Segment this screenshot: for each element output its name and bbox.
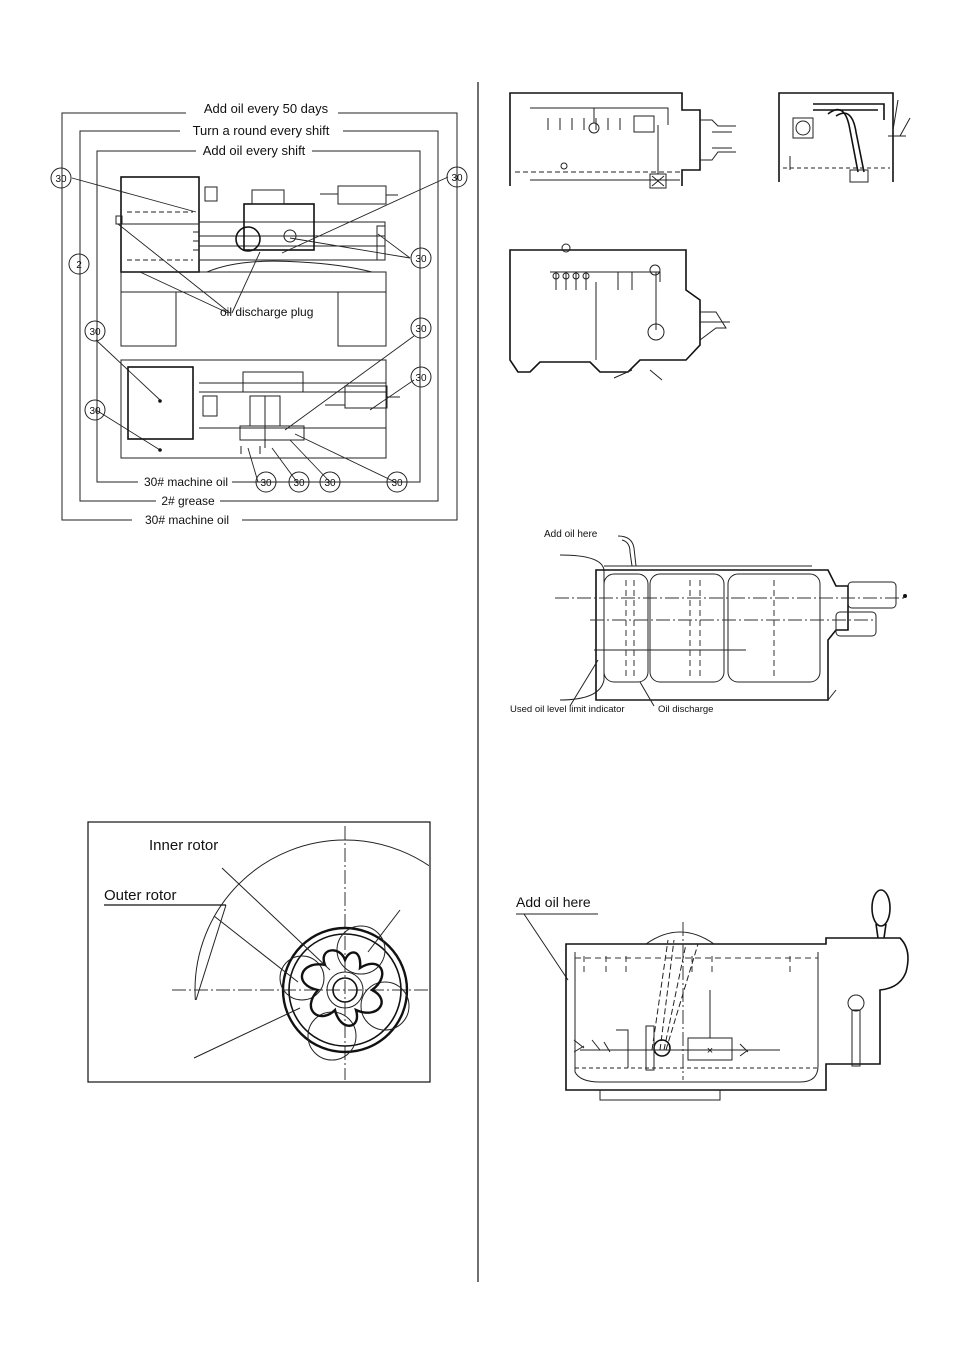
svg-text:30: 30 bbox=[89, 327, 101, 338]
gearbox-add-oil-label: Add oil here bbox=[516, 894, 591, 910]
level-indicator-label: Used oil level limit indicator bbox=[510, 704, 625, 715]
lathe-plan-view bbox=[121, 360, 400, 458]
svg-text:30: 30 bbox=[451, 173, 463, 184]
label-add-oil-50-days: Add oil every 50 days bbox=[204, 101, 329, 116]
svg-text:30: 30 bbox=[415, 373, 427, 384]
label-add-oil-shift: Add oil every shift bbox=[203, 143, 306, 158]
marker-30-left-upper: 30 bbox=[85, 321, 105, 341]
headstock-tank-diagram: Add oil here Used oil level limit indica… bbox=[510, 529, 907, 715]
rotor-pump-diagram: Inner rotor Outer rotor bbox=[88, 822, 495, 1140]
svg-text:30: 30 bbox=[415, 324, 427, 335]
tank-add-oil-label: Add oil here bbox=[544, 529, 598, 540]
label-oil-discharge-plug: oil discharge plug bbox=[220, 305, 313, 319]
marker-30-left-lower: 30 bbox=[85, 400, 105, 420]
svg-text:×: × bbox=[707, 1045, 713, 1057]
gearbox-diagram: Add oil here × bbox=[516, 890, 908, 1100]
svg-text:30: 30 bbox=[293, 478, 305, 489]
lubrication-chart: Add oil every 50 days Turn a round every… bbox=[51, 101, 467, 527]
oil-discharge-label: Oil discharge bbox=[658, 704, 713, 715]
svg-text:2: 2 bbox=[76, 260, 82, 271]
marker-30-right-upper: 30 bbox=[411, 318, 431, 338]
label-30-machine-oil-outer: 30# machine oil bbox=[145, 513, 229, 527]
svg-text:30: 30 bbox=[55, 174, 67, 185]
headstock-sketch-1 bbox=[510, 93, 736, 188]
marker-2: 2 bbox=[69, 254, 89, 274]
outer-rotor-label: Outer rotor bbox=[104, 887, 177, 904]
svg-text:30: 30 bbox=[415, 254, 427, 265]
svg-text:30: 30 bbox=[260, 478, 272, 489]
headstock-sketch-3 bbox=[510, 244, 730, 380]
marker-30-top-left: 30 bbox=[51, 168, 71, 188]
svg-text:30: 30 bbox=[391, 478, 403, 489]
lathe-front-view bbox=[116, 177, 398, 346]
inner-rotor-label: Inner rotor bbox=[149, 837, 218, 854]
svg-text:30: 30 bbox=[324, 478, 336, 489]
svg-text:30: 30 bbox=[89, 406, 101, 417]
label-2-grease: 2# grease bbox=[161, 494, 215, 508]
label-turn-round-shift: Turn a round every shift bbox=[193, 123, 330, 138]
label-30-machine-oil-inner: 30# machine oil bbox=[144, 475, 228, 489]
marker-30-right-lower: 30 bbox=[411, 367, 431, 387]
marker-30-right-mid: 30 bbox=[411, 248, 431, 268]
headstock-sketch-2 bbox=[779, 93, 910, 182]
